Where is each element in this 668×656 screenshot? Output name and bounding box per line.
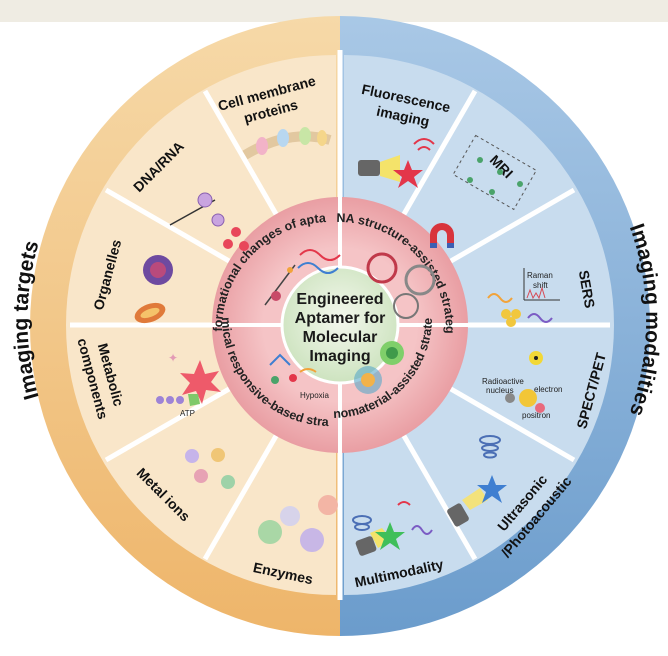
ultrasonic-icon (447, 435, 507, 527)
dna-structure-icon (366, 252, 436, 319)
multimodality-icon (352, 501, 433, 556)
spect-pet-icon: Radioactive nucleus electron positron (482, 351, 562, 420)
metal-ions-icon (185, 448, 235, 489)
sparkle-icon: ✦ (168, 351, 178, 365)
center-line-4: Imaging (309, 348, 370, 365)
electron-label: electron (534, 385, 562, 394)
top-bar (0, 0, 668, 22)
metabolic-icon: ✦ ATP (156, 351, 221, 418)
cell-membrane-icon (242, 127, 332, 160)
atp-label: ATP (180, 409, 195, 418)
center-line-2: Aptamer for (295, 310, 386, 327)
center-line-3: Molecular (303, 329, 378, 346)
center-line-1: Engineered (296, 291, 383, 308)
shift-label: shift (533, 281, 548, 290)
enzymes-icon (258, 495, 338, 553)
organelle-icon (134, 255, 173, 324)
center-circle (280, 265, 400, 385)
chemical-responsive-icon: Hypoxia (269, 353, 329, 400)
nucleus-label: nucleus (486, 386, 514, 395)
positron-label: positron (522, 411, 550, 420)
fluorescence-icon (358, 138, 435, 188)
hypoxia-label: Hypoxia (300, 391, 329, 400)
sers-label: SERS (576, 269, 598, 309)
raman-label: Raman (527, 271, 553, 280)
sers-icon: Raman shift (487, 268, 560, 327)
mri-icon (430, 134, 537, 248)
nanomaterial-icon (354, 341, 404, 394)
conformational-icon (264, 249, 341, 306)
radioactive-label: Radioactive (482, 377, 524, 386)
dna-rna-icon (169, 192, 249, 251)
